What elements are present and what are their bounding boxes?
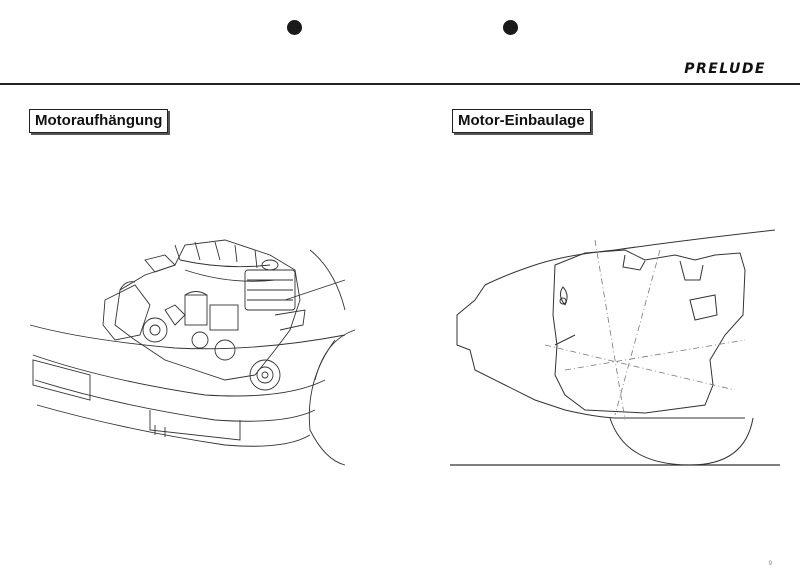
- page-number: 9: [768, 561, 772, 567]
- brand-logo: PRELUDE: [684, 61, 766, 77]
- engine-position-diagram: [450, 229, 780, 466]
- section-title-engine-position: Motor-Einbaulage: [452, 109, 591, 133]
- header-rule: [0, 83, 800, 85]
- engine-mount-illustration: [29, 239, 356, 466]
- binder-hole-left: [287, 20, 302, 35]
- binder-hole-right: [503, 20, 518, 35]
- section-title-engine-mount: Motoraufhängung: [29, 109, 169, 133]
